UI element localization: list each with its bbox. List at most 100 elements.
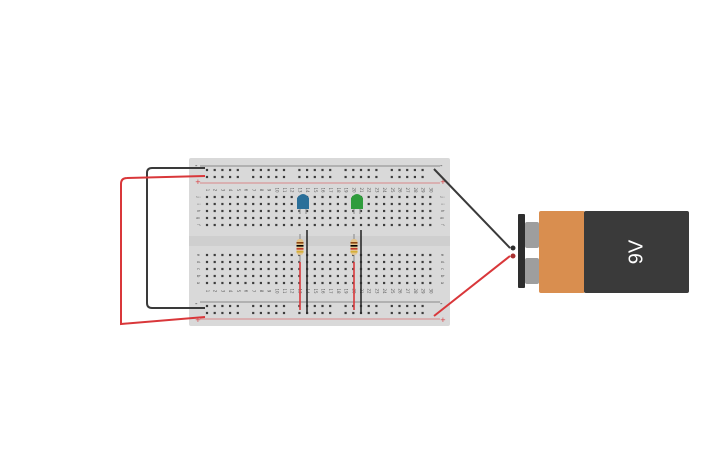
breadboard-hole[interactable] [352,209,355,213]
breadboard-hole[interactable] [205,175,209,179]
breadboard-hole[interactable] [213,175,216,179]
breadboard-hole[interactable] [352,253,355,257]
breadboard-hole[interactable] [406,168,409,172]
breadboard-hole[interactable] [306,168,309,172]
breadboard-hole[interactable] [259,223,262,227]
breadboard-hole[interactable] [390,195,393,199]
breadboard-hole[interactable] [267,223,270,227]
breadboard-hole[interactable] [367,223,370,227]
breadboard-hole[interactable] [267,311,270,315]
breadboard-hole[interactable] [259,281,262,285]
breadboard-hole[interactable] [252,175,255,179]
breadboard-hole[interactable] [275,202,278,206]
breadboard-hole[interactable] [390,175,393,179]
breadboard-hole[interactable] [344,274,347,278]
breadboard-hole[interactable] [359,175,363,179]
breadboard-hole[interactable] [336,202,339,206]
breadboard-hole[interactable] [313,209,316,213]
breadboard-hole[interactable] [213,195,216,199]
breadboard-hole[interactable] [306,175,309,179]
breadboard-hole[interactable] [213,209,216,213]
breadboard-hole[interactable] [282,223,286,227]
breadboard-hole[interactable] [313,311,316,315]
breadboard-hole[interactable] [205,223,209,227]
breadboard-hole[interactable] [221,260,224,264]
breadboard-hole[interactable] [221,175,224,179]
breadboard-hole[interactable] [375,267,378,271]
breadboard-hole[interactable] [252,311,255,315]
breadboard-hole[interactable] [229,223,232,227]
breadboard-hole[interactable] [413,253,416,257]
breadboard-hole[interactable] [229,195,232,199]
breadboard-hole[interactable] [267,253,270,257]
breadboard-hole[interactable] [375,216,378,220]
breadboard-hole[interactable] [267,202,270,206]
breadboard-hole[interactable] [282,168,286,172]
breadboard-hole[interactable] [390,253,393,257]
breadboard-hole[interactable] [429,195,432,199]
breadboard-hole[interactable] [290,202,293,206]
breadboard-hole[interactable] [221,274,224,278]
breadboard-hole[interactable] [359,209,363,213]
breadboard-hole[interactable] [321,260,324,264]
breadboard-hole[interactable] [421,202,424,206]
breadboard-hole[interactable] [259,202,262,206]
breadboard-hole[interactable] [352,216,355,220]
breadboard-hole[interactable] [290,223,293,227]
breadboard-hole[interactable] [267,216,270,220]
breadboard-hole[interactable] [282,175,286,179]
breadboard-hole[interactable] [236,175,239,179]
breadboard-hole[interactable] [375,209,378,213]
breadboard-hole[interactable] [329,209,332,213]
breadboard-hole[interactable] [313,304,316,308]
breadboard-hole[interactable] [221,253,224,257]
breadboard-hole[interactable] [252,168,255,172]
breadboard-hole[interactable] [367,175,370,179]
breadboard-hole[interactable] [275,267,278,271]
breadboard-hole[interactable] [413,209,416,213]
breadboard-hole[interactable] [282,311,286,315]
breadboard-hole[interactable] [244,223,247,227]
breadboard-hole[interactable] [205,209,209,213]
breadboard-hole[interactable] [329,168,332,172]
breadboard-hole[interactable] [205,274,209,278]
breadboard-hole[interactable] [236,260,239,264]
breadboard-hole[interactable] [406,260,409,264]
breadboard-hole[interactable] [344,195,347,199]
breadboard-hole[interactable] [313,202,316,206]
breadboard-hole[interactable] [321,168,324,172]
breadboard-hole[interactable] [398,168,401,172]
breadboard-hole[interactable] [375,175,378,179]
breadboard-hole[interactable] [406,209,409,213]
breadboard-hole[interactable] [236,274,239,278]
breadboard-hole[interactable] [413,260,416,264]
breadboard-hole[interactable] [244,281,247,285]
breadboard-hole[interactable] [221,281,224,285]
breadboard-hole[interactable] [398,260,401,264]
breadboard-hole[interactable] [205,216,209,220]
breadboard-hole[interactable] [421,253,424,257]
breadboard-hole[interactable] [398,311,401,315]
breadboard-hole[interactable] [367,281,370,285]
breadboard-hole[interactable] [282,253,286,257]
breadboard-hole[interactable] [413,274,416,278]
breadboard-hole[interactable] [221,209,224,213]
breadboard-hole[interactable] [429,202,432,206]
breadboard-hole[interactable] [359,216,363,220]
breadboard[interactable]: - + - + - + - + 112233445566778899101011… [189,158,450,326]
breadboard-hole[interactable] [275,260,278,264]
breadboard-hole[interactable] [321,195,324,199]
breadboard-hole[interactable] [321,175,324,179]
breadboard-hole[interactable] [213,253,216,257]
breadboard-hole[interactable] [329,175,332,179]
breadboard-hole[interactable] [367,209,370,213]
breadboard-hole[interactable] [352,168,355,172]
breadboard-hole[interactable] [213,223,216,227]
breadboard-hole[interactable] [275,175,278,179]
breadboard-hole[interactable] [344,311,347,315]
breadboard-hole[interactable] [383,281,386,285]
breadboard-hole[interactable] [282,274,286,278]
breadboard-hole[interactable] [229,274,232,278]
breadboard-hole[interactable] [205,195,209,199]
breadboard-hole[interactable] [421,216,424,220]
